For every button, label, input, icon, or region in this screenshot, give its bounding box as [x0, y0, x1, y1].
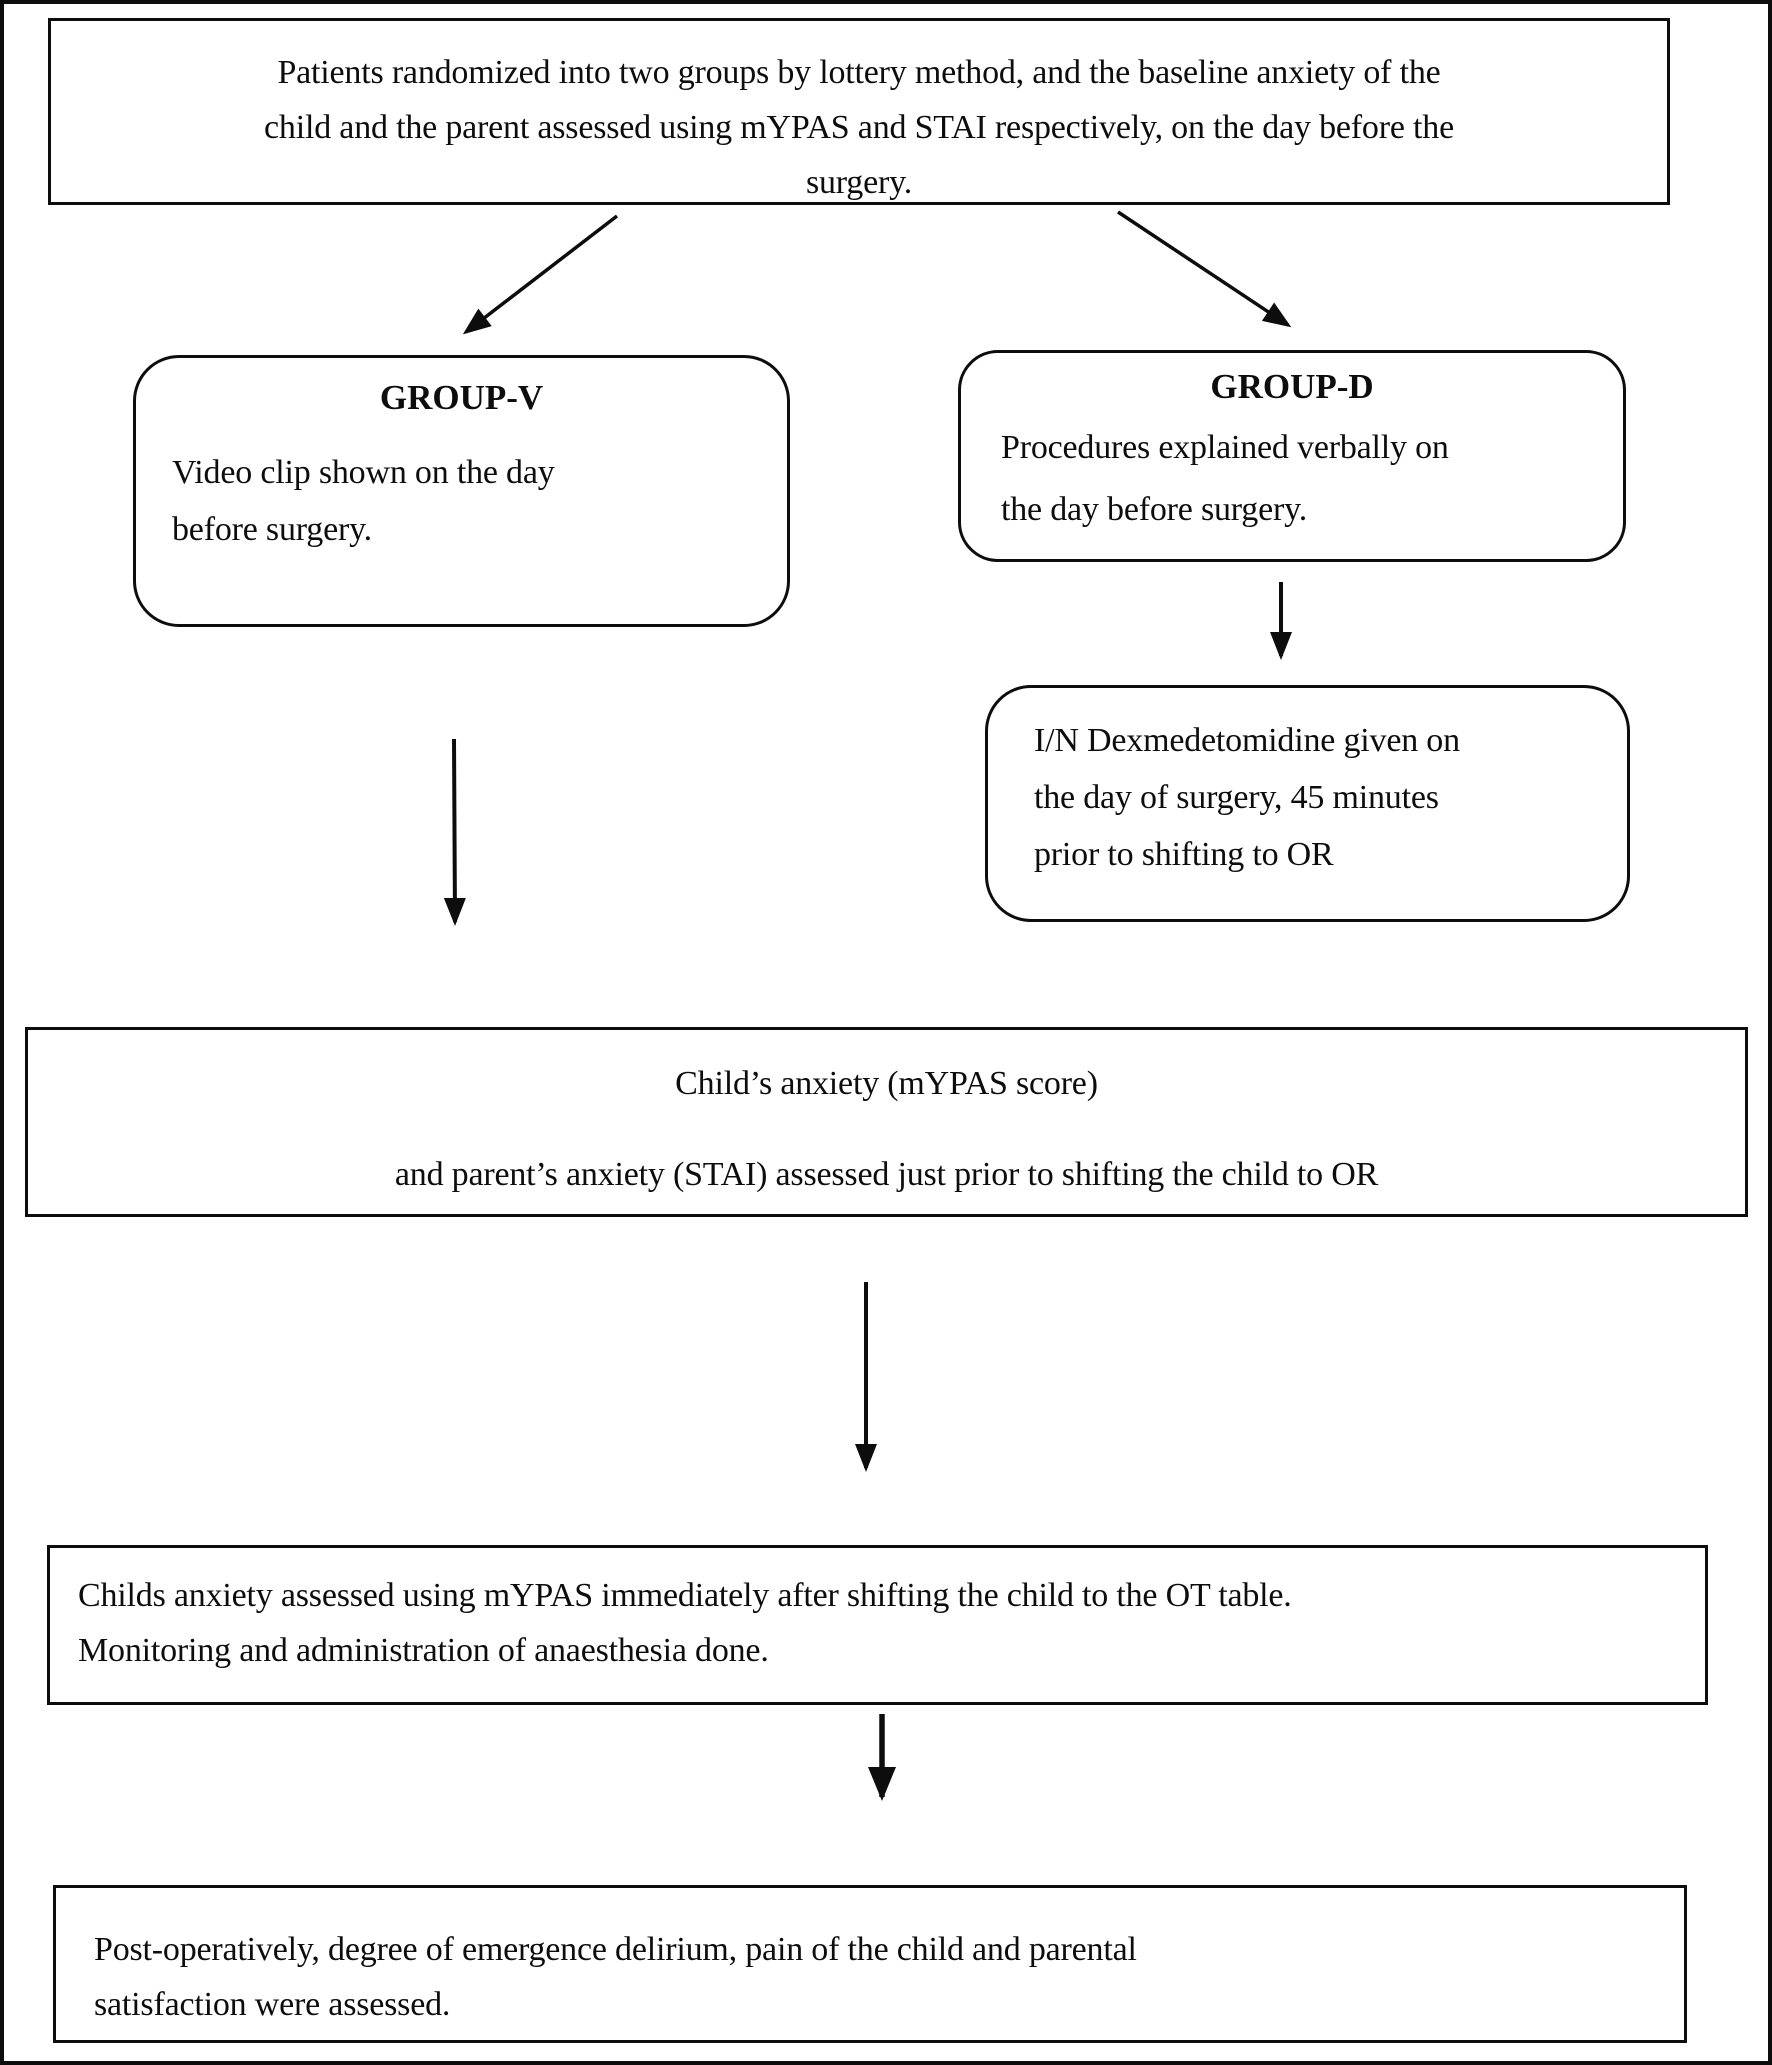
text-line: Video clip shown on the day — [172, 454, 555, 491]
flow-node-pre-or-assessment: Child’s anxiety (mYPAS score) and parent… — [25, 1027, 1748, 1217]
text-line: Child’s anxiety (mYPAS score) — [675, 1065, 1098, 1102]
text-line: Childs anxiety assessed using mYPAS imme… — [78, 1577, 1292, 1614]
arrow-group-v-to-pre-or-assessment — [443, 738, 466, 926]
flow-node-group-v: GROUP-V Video clip shown on the day befo… — [133, 355, 790, 627]
text-line: and parent’s anxiety (STAI) assessed jus… — [394, 1156, 1379, 1193]
flow-node-dexmedetomidine: I/N Dexmedetomidine given on the day of … — [985, 685, 1630, 922]
text-line: the day of surgery, 45 minutes — [1034, 779, 1439, 816]
text-line: Post-operatively, degree of emergence de… — [94, 1931, 1137, 1968]
text-line: Patients randomized into two groups by l… — [277, 54, 1441, 91]
flow-node-randomization: Patients randomized into two groups by l… — [48, 18, 1670, 205]
group-v-title: GROUP-V — [379, 378, 544, 417]
arrow-randomization-to-group-v — [462, 214, 619, 335]
text-line: the day before surgery. — [1001, 491, 1307, 528]
flow-node-ot-table: Childs anxiety assessed using mYPAS imme… — [47, 1545, 1708, 1705]
text-line: child and the parent assessed using mYPA… — [264, 109, 1454, 146]
text-line: satisfaction were assessed. — [94, 1986, 451, 2023]
group-d-title: GROUP-D — [1210, 367, 1374, 406]
text-line: before surgery. — [172, 511, 372, 548]
text-line: prior to shifting to OR — [1034, 836, 1334, 873]
flow-node-group-d: GROUP-D Procedures explained verbally on… — [958, 350, 1626, 562]
flow-node-post-op: Post-operatively, degree of emergence de… — [53, 1885, 1687, 2043]
text-line: I/N Dexmedetomidine given on — [1034, 722, 1460, 759]
arrow-randomization-to-group-d — [1117, 210, 1292, 328]
text-line: surgery. — [805, 164, 913, 201]
text-line: Procedures explained verbally on — [1001, 429, 1449, 466]
text-line: Monitoring and administration of anaesth… — [78, 1632, 769, 1669]
